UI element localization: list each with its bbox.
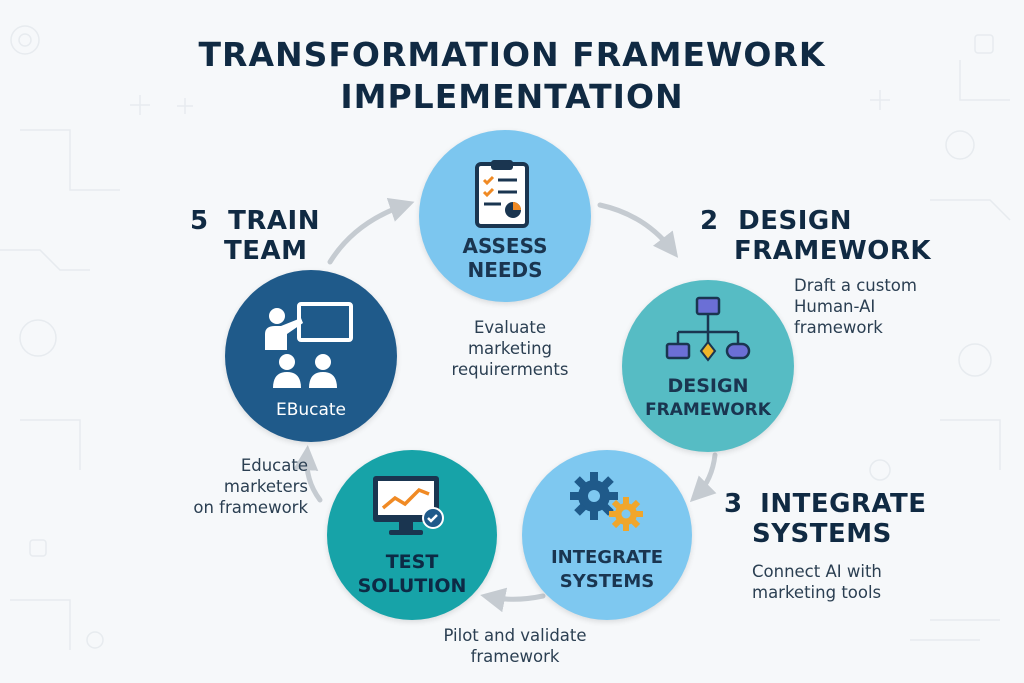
step-number: 5 bbox=[190, 206, 209, 236]
circle-label-line-1: DESIGN bbox=[667, 375, 749, 397]
step-3-description: Connect AI with marketing tools bbox=[752, 561, 912, 603]
page-title-line-1: TRANSFORMATION FRAMEWORK bbox=[198, 35, 826, 74]
description-line: Educate bbox=[240, 456, 308, 475]
step-heading-line-1: TRAIN bbox=[228, 206, 320, 236]
step-number: 2 bbox=[700, 206, 719, 236]
step-heading-line-1: INTEGRATE bbox=[760, 489, 927, 519]
circle-label-line-1: INTEGRATE bbox=[550, 547, 664, 568]
step-heading-line-2: SYSTEMS bbox=[752, 519, 892, 549]
description-line: Pilot and validate bbox=[443, 626, 587, 645]
description-line: framework bbox=[794, 318, 883, 337]
step-4-description: Pilot and validate framework bbox=[430, 625, 600, 667]
description-line: Human-AI bbox=[794, 297, 876, 316]
step-3-heading: 3 INTEGRATE SYSTEMS bbox=[724, 489, 927, 549]
arrow-4-to-5 bbox=[293, 445, 323, 503]
circle-design-framework: DESIGN FRAMEWORK bbox=[622, 280, 794, 452]
step-1-description: Evaluate marketing requirerments bbox=[445, 317, 575, 380]
arrow-1-to-2 bbox=[597, 202, 679, 258]
circle-label-line-1: TEST bbox=[385, 551, 439, 573]
circle-train-team: EBucate bbox=[225, 270, 397, 442]
description-line: marketing bbox=[467, 339, 553, 358]
clipboard-checklist-icon bbox=[475, 160, 529, 228]
circle-label-line-1: ASSESS bbox=[462, 234, 548, 258]
step-heading-line-2: TEAM bbox=[224, 236, 308, 266]
step-2-heading: 2 DESIGN FRAMEWORK bbox=[700, 206, 931, 266]
description-line: marketing tools bbox=[752, 583, 882, 602]
description-line: Draft a custom bbox=[794, 276, 917, 295]
arrow-3-to-4 bbox=[480, 587, 546, 613]
description-line: framework bbox=[470, 647, 560, 666]
description-line: marketers bbox=[223, 477, 308, 496]
circle-integrate-systems: INTEGRATE SYSTEMS bbox=[522, 450, 692, 620]
circle-label-line-1: EBucate bbox=[275, 400, 347, 420]
circle-label-line-2: NEEDS bbox=[467, 258, 543, 282]
step-2-description: Draft a custom Human-AI framework bbox=[794, 275, 944, 338]
circle-test-solution: TEST SOLUTION bbox=[327, 450, 497, 620]
description-line: Connect AI with bbox=[752, 562, 882, 581]
circle-label-line-2: SYSTEMS bbox=[559, 571, 655, 592]
step-number: 3 bbox=[724, 489, 743, 519]
circle-assess-needs: ASSESS NEEDS bbox=[419, 130, 591, 302]
circle-label-line-2: FRAMEWORK bbox=[645, 400, 771, 420]
description-line: requirerments bbox=[451, 360, 569, 379]
teacher-board-icon bbox=[265, 302, 353, 388]
arrow-2-to-3 bbox=[689, 452, 718, 503]
flowchart-icon bbox=[665, 296, 751, 362]
description-line: on framework bbox=[193, 498, 308, 517]
circle-label-line-2: SOLUTION bbox=[357, 575, 467, 597]
step-5-description: Educate marketers on framework bbox=[178, 455, 308, 518]
step-heading-line-2: FRAMEWORK bbox=[734, 236, 931, 266]
arrow-5-to-1 bbox=[327, 197, 415, 265]
description-line: Evaluate bbox=[473, 318, 547, 337]
monitor-chart-icon bbox=[373, 476, 444, 535]
page-title-line-2: IMPLEMENTATION bbox=[340, 77, 684, 116]
gears-icon bbox=[570, 472, 643, 531]
step-heading-line-1: DESIGN bbox=[738, 206, 852, 236]
step-5-heading: 5 TRAIN TEAM bbox=[190, 206, 320, 266]
